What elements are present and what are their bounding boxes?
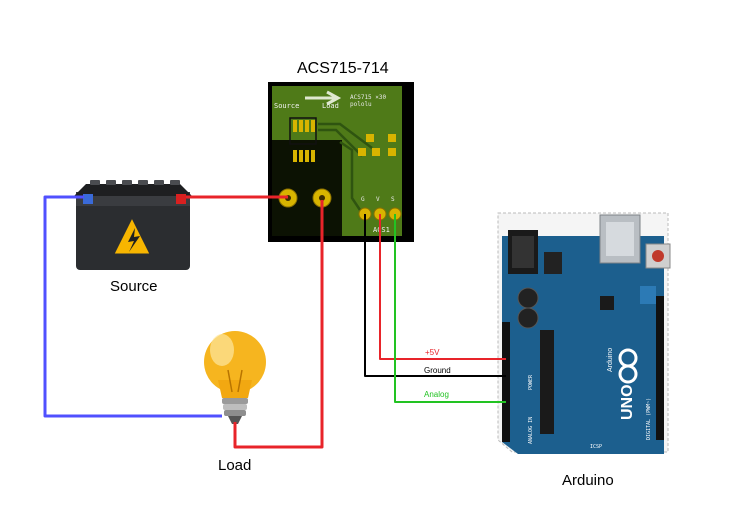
sensor-brand-text: pololu xyxy=(350,101,372,108)
battery-lid xyxy=(74,184,192,196)
wire-sensor-to-bulb xyxy=(233,200,324,449)
sensor-smd-pads xyxy=(358,134,396,156)
arduino-uno-text: UNO xyxy=(619,384,636,420)
arduino-logo xyxy=(618,348,638,384)
digital-header xyxy=(656,296,664,440)
current-direction-arrow-icon xyxy=(305,90,342,106)
bulb-filament xyxy=(227,369,243,393)
atmega-chip xyxy=(540,330,554,434)
wire-ground-label: Ground xyxy=(424,366,451,375)
digital-header-label: DIGITAL (PWM~) xyxy=(646,398,652,440)
battery-positive-terminal xyxy=(176,194,186,204)
battery-negative-terminal xyxy=(83,194,93,204)
sensor-pin-label-v: V xyxy=(376,196,380,203)
sensor-model-text: ACS715 ×30 xyxy=(350,94,387,101)
sensor-title: ACS715-714 xyxy=(297,60,389,77)
sensor-pin-label-g: G xyxy=(361,196,365,203)
wire-analog xyxy=(394,214,506,403)
light-bulb-load xyxy=(204,331,266,424)
load-label: Load xyxy=(218,457,252,474)
source-label: Source xyxy=(110,278,158,295)
wires xyxy=(43,195,506,449)
sensor-ic-outline xyxy=(289,117,317,145)
sensor-load-text: Load xyxy=(322,102,339,110)
wire-battery-to-bulb xyxy=(43,195,222,418)
battery-source xyxy=(74,180,192,270)
icsp-label: ICSP xyxy=(590,444,602,450)
analog-header-label: ANALOG IN xyxy=(528,417,534,444)
arduino-label: Arduino xyxy=(562,472,614,489)
sensor-traces xyxy=(318,122,373,211)
wire-analog-label: Analog xyxy=(424,390,449,399)
sensor-source-text: Source xyxy=(274,102,299,110)
power-header-label: POWER xyxy=(528,374,534,390)
wire-5v-label: +5V xyxy=(425,348,440,357)
arduino-uno-board: UNO Arduino ICSP POWER ANALOG IN DIGITAL… xyxy=(497,212,671,454)
power-analog-header xyxy=(502,322,510,442)
arduino-brand-text: Arduino xyxy=(607,348,614,372)
sensor-tag-text: ACS1 xyxy=(373,226,390,234)
acs715-sensor-module: Source Load ACS715 ×30 pololu xyxy=(268,82,414,242)
sensor-pin-label-s: S xyxy=(391,196,395,203)
wire-ground xyxy=(364,214,506,377)
wire-5v xyxy=(379,214,506,360)
voltage-regulator xyxy=(544,252,562,274)
sensor-ic-pads xyxy=(293,120,315,162)
bulb-base xyxy=(222,398,248,404)
